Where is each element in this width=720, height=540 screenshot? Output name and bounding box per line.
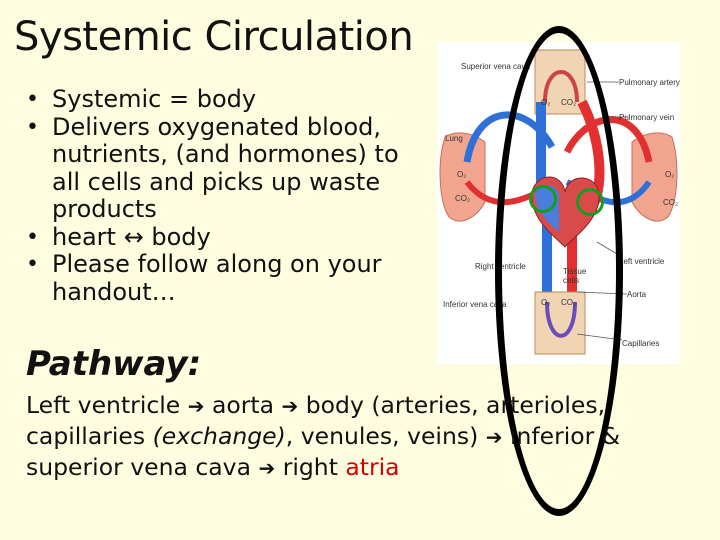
pathway-heading: Pathway: [26,344,202,384]
bullet-item: Please follow along on your handout… [26,250,426,306]
arrow-icon: ➔ [281,394,299,418]
label-aorta: Aorta [627,290,647,299]
pathway-segment: inferior & superior vena cava [26,422,621,481]
label-pulmonary-vein: Pulmonary vein [619,113,675,122]
pathway-text: Left ventricle ➔ aorta ➔ body (arteries,… [26,390,716,483]
left-lung [439,132,486,222]
highlight-ellipse [495,26,623,516]
label-o2: O₂ [665,170,675,179]
bullet-item: Delivers oxygenated blood, nutrients, (a… [26,113,426,224]
label-superior-vena-cava: Superior vena cava [461,62,530,71]
right-lung [631,132,678,222]
pathway-segment: aorta [204,391,282,419]
label-co2: CO₂ [663,198,679,207]
label-co2: CO₂ [455,194,471,203]
pathway-segment: right [275,453,346,481]
label-lung: Lung [445,134,463,143]
slide-title: Systemic Circulation [14,14,414,60]
arrow-icon: ➔ [187,394,205,418]
pathway-segment: , venules, veins) [285,422,486,450]
bullet-item: Systemic = body [26,85,426,114]
label-o2: O₂ [457,170,467,179]
bullet-item: heart ↔ body [26,223,426,252]
pathway-segment: Left ventricle [26,391,188,419]
label-inferior-vena-cava: Inferior vena cava [443,300,507,309]
arrow-icon: ➔ [258,456,276,480]
pathway-atria: atria [345,453,400,481]
pathway-segment: body (arteries, arterioles, capillaries [26,391,606,450]
label-pulmonary-artery: Pulmonary artery [619,78,680,87]
bullet-list: Systemic = body Delivers oxygenated bloo… [26,85,426,306]
pathway-exchange: (exchange) [152,422,286,450]
arrow-icon: ➔ [485,425,503,449]
label-left-ventricle: Left ventricle [619,257,665,266]
label-capillaries: Capillaries [622,339,660,348]
